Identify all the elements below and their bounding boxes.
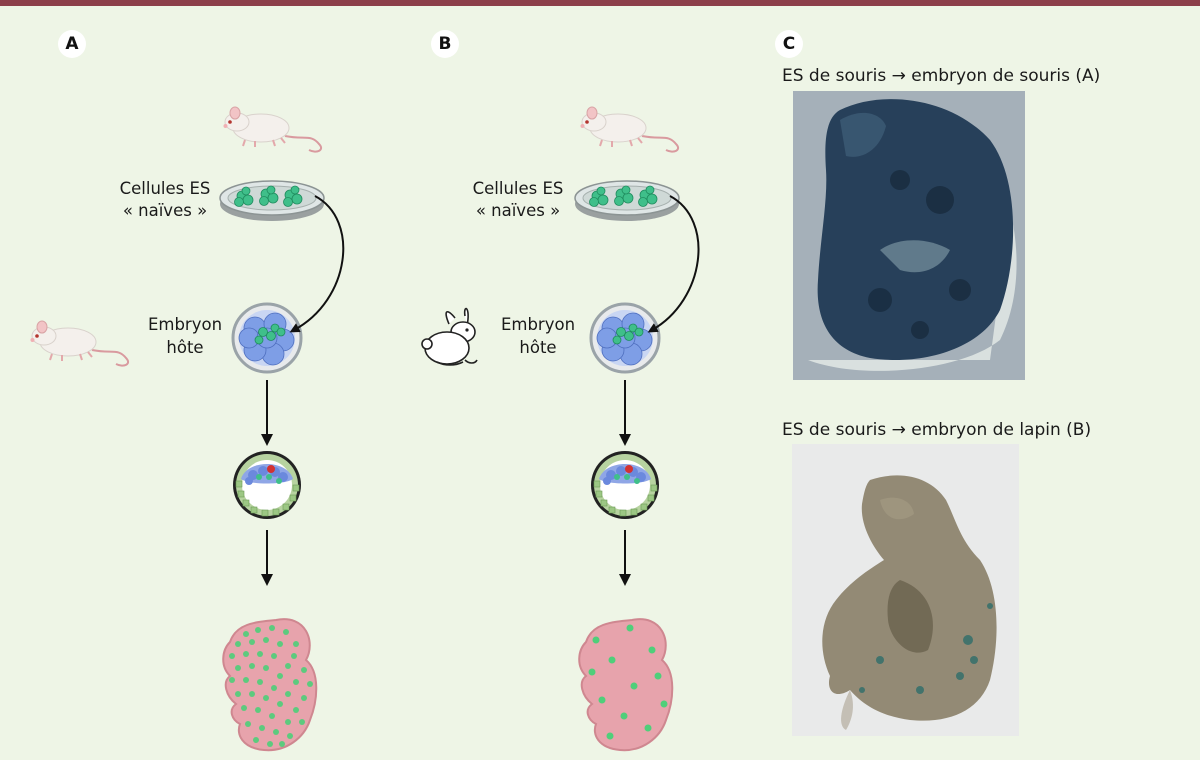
fetus-icon — [578, 618, 674, 752]
injection-arrow — [289, 195, 345, 333]
blastocyst-icon — [232, 450, 302, 520]
panel-a-host-label: Embryon — [147, 315, 223, 334]
panel-b-host-label: Embryon — [500, 315, 576, 334]
panel-label-b: B — [431, 30, 459, 58]
morula-icon — [231, 302, 303, 374]
panel-label-c: C — [775, 30, 803, 58]
photo-mouse-embryo — [793, 91, 1025, 380]
panel-b — [421, 106, 700, 752]
panel-c — [792, 91, 1025, 736]
panel-label-a: A — [58, 30, 86, 58]
petri-dish-icon — [574, 180, 680, 222]
panel-c-caption-mouse: ES de souris → embryon de souris (A) — [782, 66, 1101, 86]
photo-rabbit-embryo — [792, 444, 1019, 736]
petri-dish-icon — [219, 180, 325, 222]
top-accent-bar — [0, 0, 1200, 6]
blastocyst-icon — [590, 450, 660, 520]
panel-b-host-sublabel: hôte — [519, 338, 557, 357]
mouse-icon — [579, 106, 680, 153]
panel-b-es-cells-label: Cellules ES — [472, 179, 564, 198]
mouse-icon — [222, 106, 323, 153]
rabbit-icon — [421, 307, 478, 366]
panel-a-es-cells-sublabel: « naïves » — [122, 201, 208, 220]
panel-a-es-cells-label: Cellules ES — [119, 179, 211, 198]
injection-arrow — [647, 195, 700, 333]
morula-icon — [589, 302, 661, 374]
fetus-icon — [222, 618, 318, 752]
panel-a — [29, 106, 345, 752]
panel-b-es-cells-sublabel: « naïves » — [475, 201, 561, 220]
panel-a-host-sublabel: hôte — [166, 338, 204, 357]
mouse-icon — [29, 320, 130, 367]
panel-c-caption-rabbit: ES de souris → embryon de lapin (B) — [782, 420, 1092, 440]
